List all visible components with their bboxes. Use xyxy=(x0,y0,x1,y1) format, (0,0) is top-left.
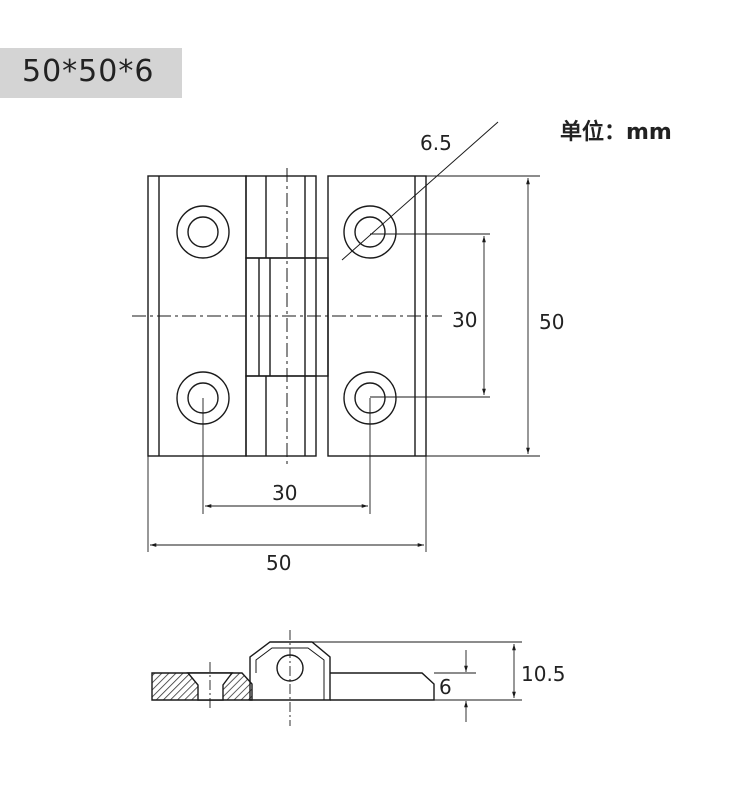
diameter-leader xyxy=(341,121,499,261)
front-view xyxy=(132,121,540,552)
dim-text-hole-diameter: 6.5 xyxy=(420,131,452,155)
side-view xyxy=(151,630,522,726)
dim-text-thickness: 6 xyxy=(439,675,452,699)
title-text: 50*50*6 xyxy=(22,54,155,89)
dim-text-hole-horizontal: 30 xyxy=(272,481,297,505)
hole-top-left xyxy=(176,205,230,259)
title-badge: 50*50*6 xyxy=(0,48,182,98)
right-leaf-profile xyxy=(330,672,435,701)
hole-top-right xyxy=(343,205,397,259)
dim-text-knuckle-height: 10.5 xyxy=(521,662,566,686)
dim-text-hole-vertical: 30 xyxy=(452,308,477,332)
dim-text-width: 50 xyxy=(266,551,291,575)
knuckle-bottom xyxy=(245,375,317,457)
unit-label: 单位：mm xyxy=(560,120,672,145)
knuckle-profile xyxy=(249,641,331,701)
dim-text-height: 50 xyxy=(539,310,564,334)
